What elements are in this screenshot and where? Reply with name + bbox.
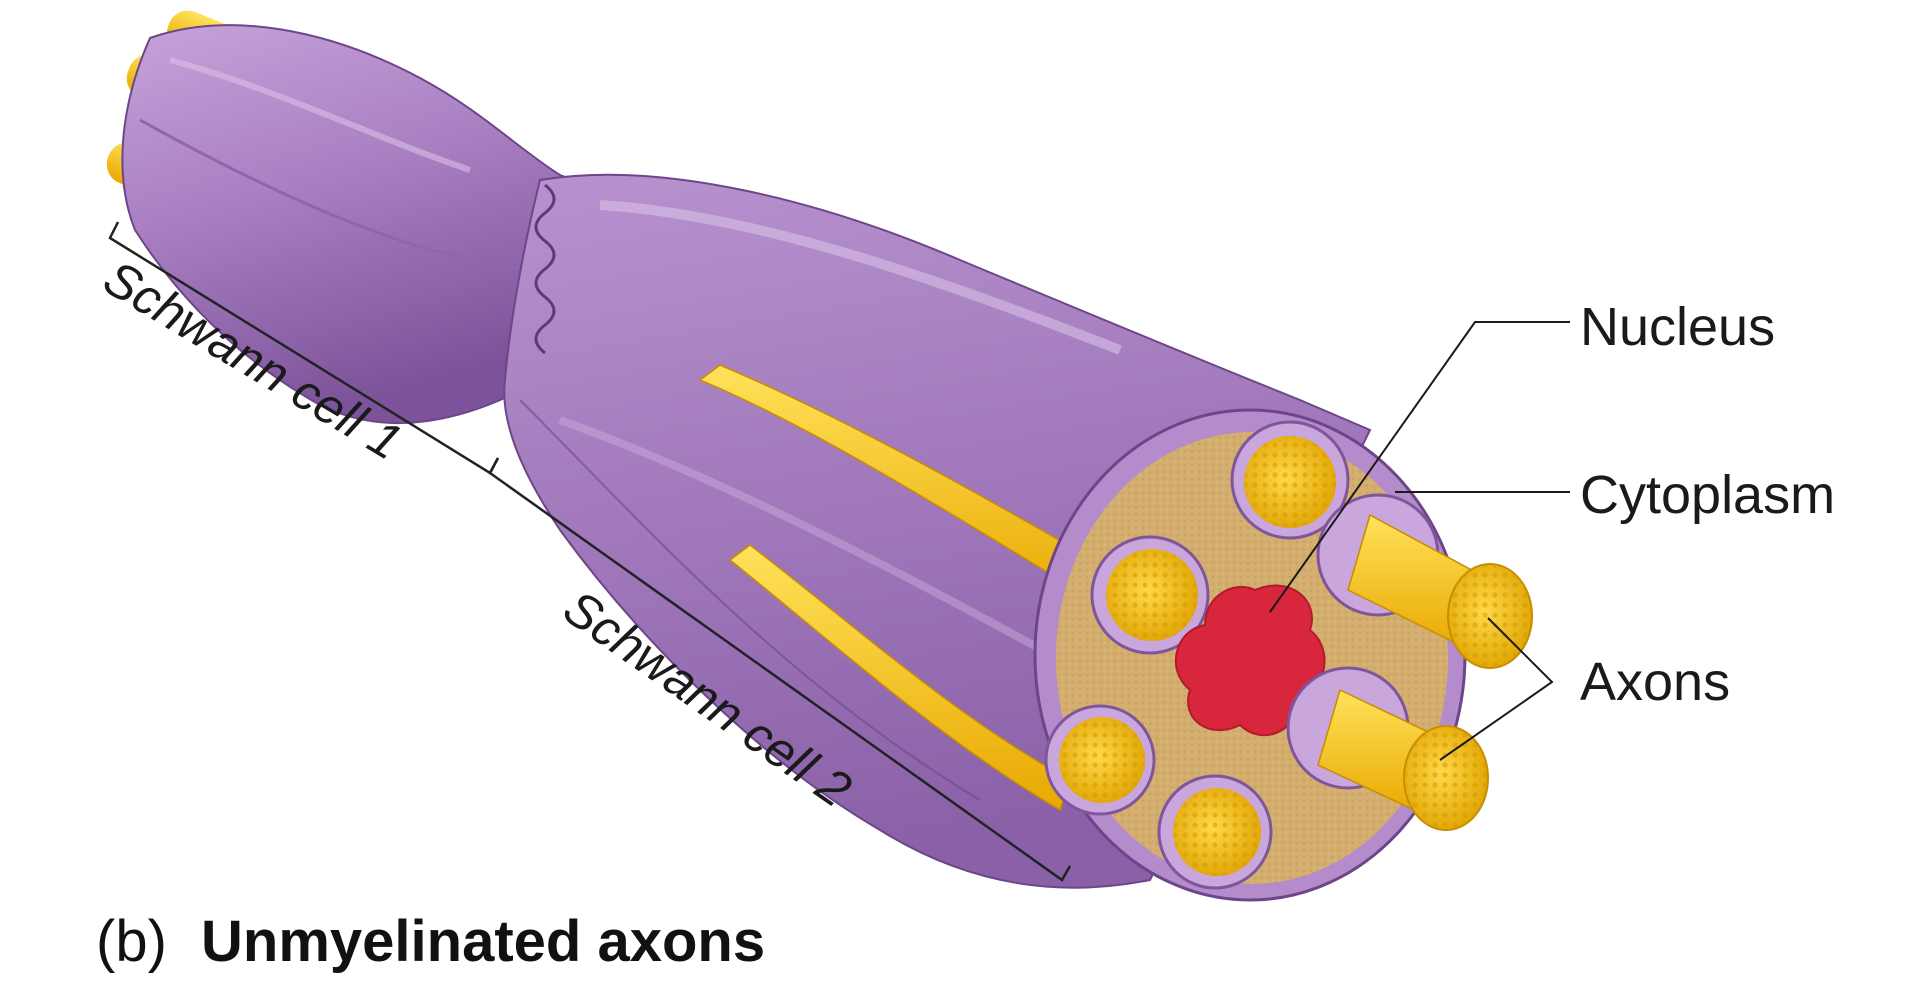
schwann-cell-2-bracket [488, 457, 1072, 882]
figure-caption: (b) Unmyelinated axons [96, 908, 765, 975]
axon-end [1230, 420, 1350, 540]
cytoplasm-label: Cytoplasm [1580, 465, 1835, 525]
axons-leader [1439, 617, 1554, 761]
caption-title: Unmyelinated axons [201, 909, 766, 974]
exposed-axons [698, 364, 1121, 812]
axon-end [1044, 704, 1156, 816]
caption-prefix: (b) [96, 909, 167, 974]
cross-section-axons [1044, 420, 1350, 890]
schwann-brackets [108, 221, 1072, 882]
nucleus [1174, 584, 1326, 737]
axon-end [1090, 535, 1210, 655]
axon-end [1157, 774, 1273, 890]
leader-lines [1269, 321, 1570, 761]
schwann-cell-1-body [121, 24, 602, 425]
nucleus-leader [1269, 321, 1570, 613]
nucleus-label: Nucleus [1580, 297, 1775, 357]
protruding-axon-lower [1286, 666, 1489, 831]
axons-label: Axons [1580, 652, 1730, 712]
